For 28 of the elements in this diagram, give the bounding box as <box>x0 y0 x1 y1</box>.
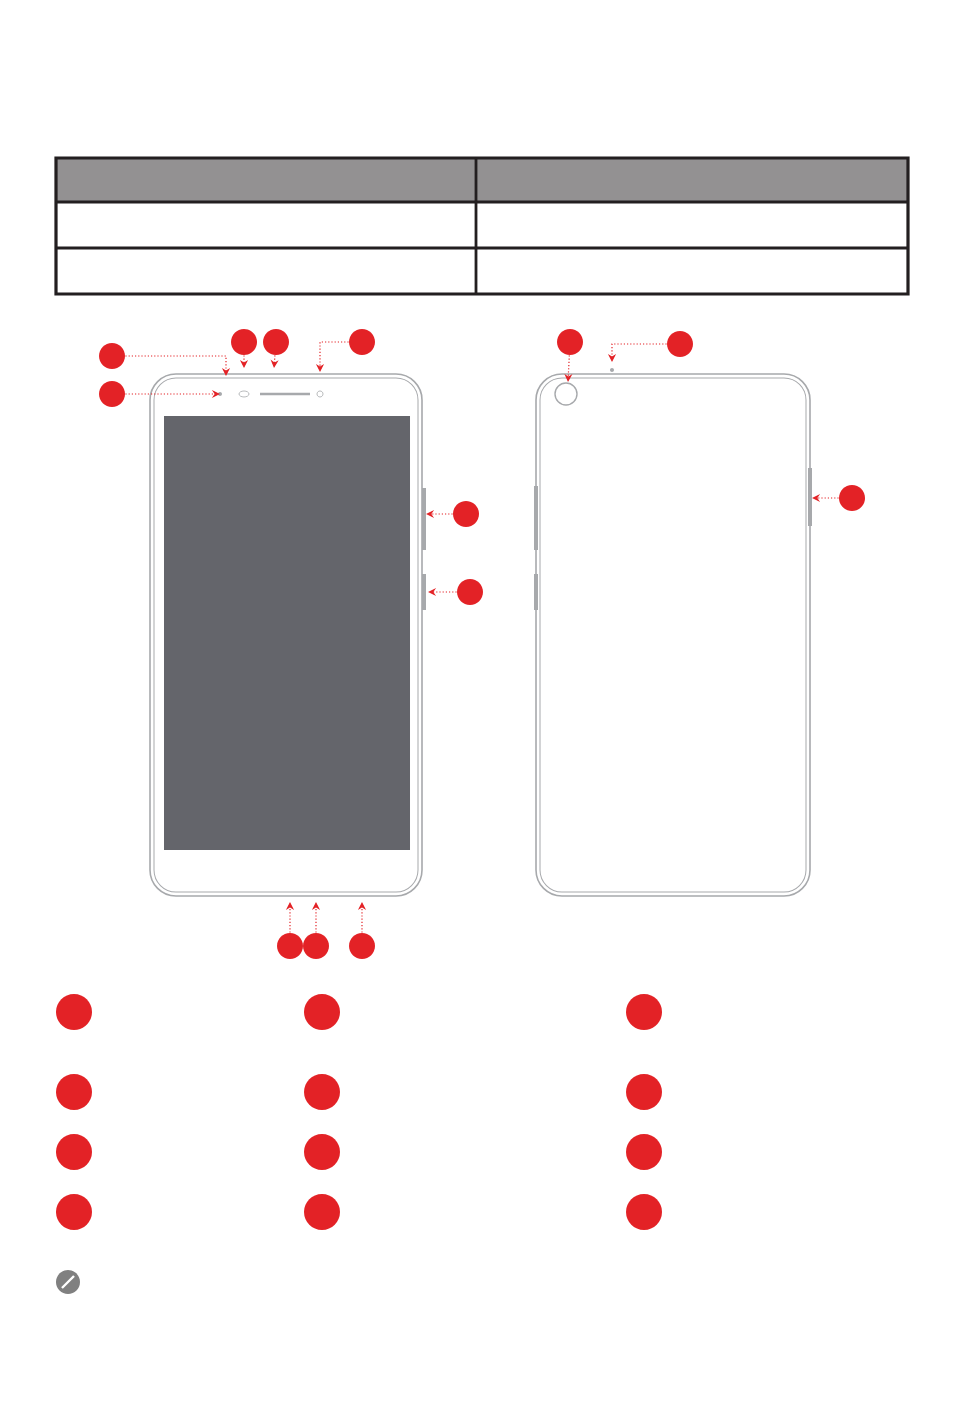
bullet-circle <box>626 1194 662 1230</box>
callout-circle <box>349 329 375 355</box>
bullet-circle <box>304 1074 340 1110</box>
callout-circle <box>99 381 125 407</box>
bullet-circle <box>56 994 92 1030</box>
callout-circle <box>453 501 479 527</box>
bullet-circle <box>626 994 662 1030</box>
callout-circle <box>457 579 483 605</box>
callout-circle <box>263 329 289 355</box>
callout-circle <box>303 933 329 959</box>
callout-circle <box>231 329 257 355</box>
callout-circle <box>277 933 303 959</box>
bullet-circle <box>304 994 340 1030</box>
bullet-circle <box>56 1134 92 1170</box>
bullet-circle <box>56 1194 92 1230</box>
callout-circle <box>557 329 583 355</box>
callout-circle <box>349 933 375 959</box>
phone-front-drawing <box>149 373 426 897</box>
bullet-circle <box>304 1194 340 1230</box>
leader-line <box>124 355 231 376</box>
bullet-circle <box>56 1074 92 1110</box>
callout-circle <box>99 343 125 369</box>
bullet-circle <box>626 1134 662 1170</box>
phone-back-drawing <box>534 368 812 897</box>
callout-circle <box>667 331 693 357</box>
callout-circle <box>839 485 865 511</box>
bullet-circle <box>626 1074 662 1110</box>
bullet-circle <box>304 1134 340 1170</box>
